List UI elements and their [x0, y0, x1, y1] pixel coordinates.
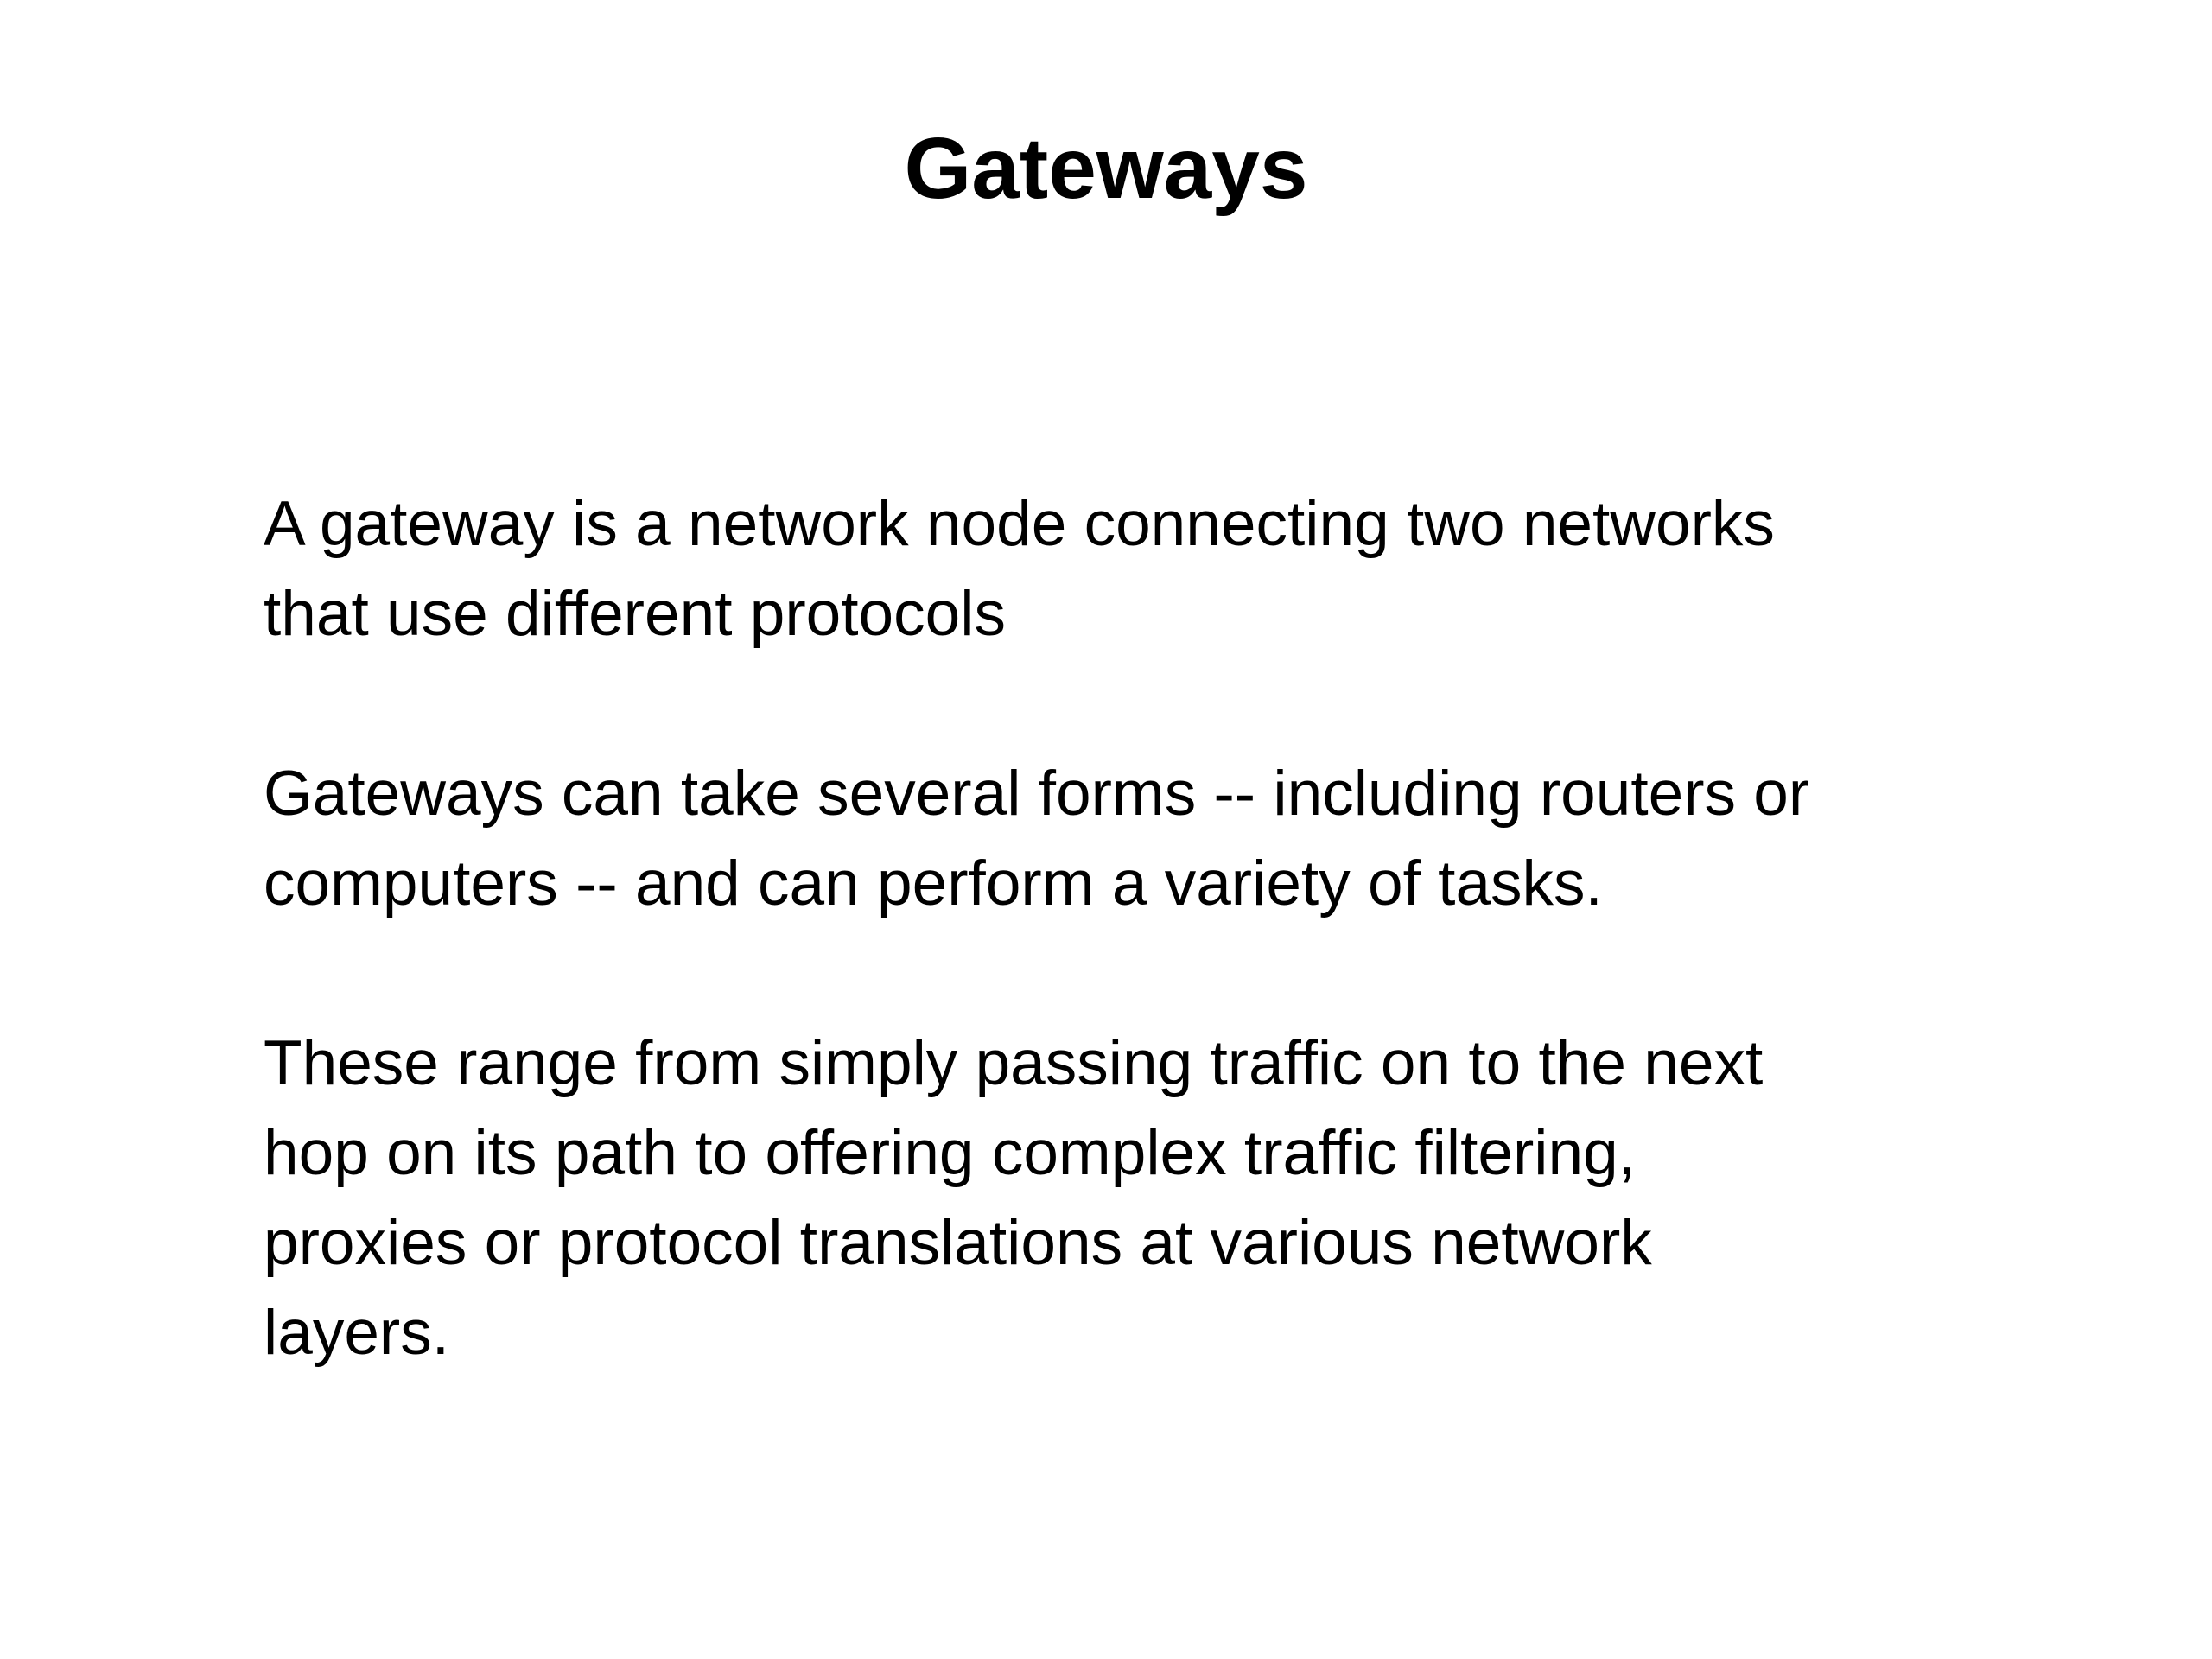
- paragraph-line: Gateways can take several forms -- inclu…: [264, 759, 1810, 829]
- paragraph-line: that use different protocols: [264, 579, 1006, 649]
- paragraph-line: A gateway is a network node connecting t…: [264, 489, 1775, 559]
- slide-body: A gateway is a network node connecting t…: [264, 480, 2000, 1378]
- slide-title: Gateways: [904, 120, 1308, 217]
- paragraph-line: hop on its path to offering complex traf…: [264, 1118, 1636, 1188]
- paragraph-line: proxies or protocol translations at vari…: [264, 1208, 1652, 1278]
- paragraph-gateway-definition: A gateway is a network node connecting t…: [264, 480, 2000, 659]
- paragraph-gateway-forms: Gateways can take several forms -- inclu…: [264, 749, 2000, 929]
- paragraph-line: layers.: [264, 1298, 450, 1368]
- paragraph-line: computers -- and can perform a variety o…: [264, 849, 1603, 918]
- paragraph-line: These range from simply passing traffic …: [264, 1028, 1764, 1098]
- paragraph-gateway-tasks: These range from simply passing traffic …: [264, 1019, 2000, 1378]
